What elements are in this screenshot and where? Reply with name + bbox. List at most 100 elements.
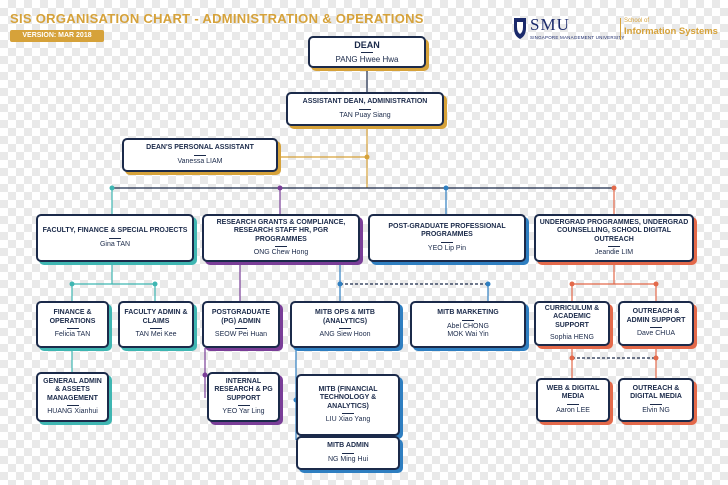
node-title: DEAN <box>354 40 380 50</box>
node-person: Aaron LEE <box>556 406 590 414</box>
node-internal-research: INTERNAL RESEARCH & PG SUPPORT YEO Yar L… <box>207 372 280 422</box>
node-undergrad-programmes: UNDERGRAD PROGRAMMES, UNDERGRAD COUNSELL… <box>534 214 694 262</box>
junction-dot <box>109 185 115 191</box>
node-person: Felicia TAN <box>54 331 91 339</box>
node-title: GENERAL ADMIN & ASSETS MANAGEMENT <box>43 377 102 402</box>
node-person: Jeandie LIM <box>594 249 634 256</box>
node-title: WEB & DIGITAL MEDIA <box>546 384 600 401</box>
node-postgrad-programmes: POST-GRADUATE PROFESSIONAL PROGRAMMES YE… <box>368 214 526 262</box>
node-assistant-dean: ASSISTANT DEAN, ADMINISTRATION TAN Puay … <box>286 92 444 126</box>
node-divider <box>359 108 371 110</box>
node-outreach-digital: OUTREACH & DIGITAL MEDIA Elvin NG <box>618 378 694 422</box>
junction-dot <box>653 281 659 287</box>
node-title: INTERNAL RESEARCH & PG SUPPORT <box>214 377 273 402</box>
node-title: DEAN'S PERSONAL ASSISTANT <box>146 144 254 151</box>
chart-title: SIS ORGANISATION CHART - ADMINISTRATION … <box>10 11 424 26</box>
node-mitb-fintech: MITB (FINANCIAL TECHNOLOGY & ANALYTICS) … <box>296 374 400 436</box>
junction-dot <box>277 185 283 191</box>
logo-wordmark: SMU <box>530 15 570 34</box>
junction-dot <box>364 154 370 160</box>
node-divider <box>361 52 373 53</box>
node-mitb-admin: MITB ADMIN NG Ming Hui <box>296 436 400 470</box>
junction-dot <box>485 281 491 287</box>
school-prefix: School of <box>624 18 650 24</box>
node-divider <box>342 413 354 414</box>
node-dean: DEAN PANG Hwee Hwa <box>308 36 426 68</box>
node-title: MITB (FINANCIAL TECHNOLOGY & ANALYTICS) <box>318 385 378 410</box>
node-divider <box>608 246 620 247</box>
smu-crest-icon <box>514 18 526 39</box>
node-divider <box>109 237 121 239</box>
junction-dot <box>569 355 575 361</box>
node-title: FINANCE & OPERATIONS <box>49 309 96 325</box>
node-title: FACULTY, FINANCE & SPECIAL PROJECTS <box>42 227 188 234</box>
node-title: OUTREACH & ADMIN SUPPORT <box>626 308 686 324</box>
node-divider <box>66 405 79 406</box>
node-divider <box>650 327 662 329</box>
node-deans-pa: DEAN'S PERSONAL ASSISTANT Vanessa LIAM <box>122 138 278 172</box>
junction-dot <box>611 185 617 191</box>
node-web-digital: WEB & DIGITAL MEDIA Aaron LEE <box>536 378 610 422</box>
node-person: Elvin NG <box>642 406 670 414</box>
logo-subtitle: SINGAPORE MANAGEMENT UNIVERSITY <box>530 35 625 40</box>
junction-dot <box>69 281 75 287</box>
node-person: ONG Chew Hong <box>253 249 309 256</box>
node-outreach-admin: OUTREACH & ADMIN SUPPORT Dave CHUA <box>618 301 694 346</box>
node-title: ASSISTANT DEAN, ADMINISTRATION <box>302 98 428 105</box>
node-divider <box>441 241 453 243</box>
node-divider <box>150 328 162 330</box>
school-name: Information Systems <box>624 26 718 37</box>
node-finance-operations: FINANCE & OPERATIONS Felicia TAN <box>36 301 109 348</box>
junction-dot <box>337 281 343 287</box>
node-divider <box>342 452 354 454</box>
node-divider <box>237 405 250 406</box>
logo-divider <box>620 18 621 40</box>
node-person: ANG Siew Hoon <box>319 331 371 339</box>
junction-dot <box>653 355 659 361</box>
node-divider <box>194 154 206 156</box>
node-title: POST-GRADUATE PROFESSIONAL PROGRAMMES <box>388 222 506 239</box>
node-person: HUANG Xianhui <box>47 408 98 415</box>
junction-dot <box>152 281 158 287</box>
node-divider <box>275 246 287 247</box>
node-person: LIU Xiao Yang <box>325 416 371 423</box>
node-general-admin: GENERAL ADMIN & ASSETS MANAGEMENT HUANG … <box>36 372 109 422</box>
node-title: UNDERGRAD PROGRAMMES, UNDERGRAD COUNSELL… <box>539 218 689 243</box>
junction-dot <box>443 185 449 191</box>
node-title: MITB ADMIN <box>327 442 369 449</box>
node-pg-admin: POSTGRADUATE (PG) ADMIN SEOW Pei Huan <box>202 301 280 348</box>
node-divider <box>66 328 79 330</box>
node-title: MITB MARKETING <box>437 309 499 317</box>
node-research-grants: RESEARCH GRANTS & COMPLIANCE, RESEARCH S… <box>202 214 360 262</box>
node-title: FACULTY ADMIN & CLAIMS <box>124 309 188 325</box>
node-title: RESEARCH GRANTS & COMPLIANCE, RESEARCH S… <box>216 218 346 243</box>
node-person: YEO Yar Ling <box>222 408 265 415</box>
node-divider <box>567 403 579 405</box>
node-person: NG Ming Hui <box>327 455 369 463</box>
node-title: MITB OPS & MITB (ANALYTICS) <box>315 309 375 325</box>
node-person: SEOW Pei Huan <box>214 331 268 339</box>
node-title: OUTREACH & DIGITAL MEDIA <box>630 384 682 401</box>
node-person: Abel CHONG <box>446 322 489 330</box>
node-curriculum: CURRICULUM & ACADEMIC SUPPORT Sophia HEN… <box>534 301 610 346</box>
node-title: CURRICULUM & ACADEMIC SUPPORT <box>544 304 600 329</box>
node-faculty-finance: FACULTY, FINANCE & SPECIAL PROJECTS Gina… <box>36 214 194 262</box>
junction-dot <box>569 281 575 287</box>
smu-logo: SMU SINGAPORE MANAGEMENT UNIVERSITY Scho… <box>512 14 722 54</box>
node-title: POSTGRADUATE (PG) ADMIN <box>211 309 271 325</box>
node-divider <box>462 319 474 321</box>
node-divider <box>650 403 662 405</box>
node-person: MOK Wai Yin <box>447 331 489 339</box>
version-badge: VERSION: MAR 2018 <box>10 30 104 42</box>
node-person: PANG Hwee Hwa <box>335 55 399 64</box>
node-mitb-ops: MITB OPS & MITB (ANALYTICS) ANG Siew Hoo… <box>290 301 400 348</box>
node-person: Dave CHUA <box>636 330 676 338</box>
node-person: YEO Lip Pin <box>427 244 467 252</box>
junction-dot <box>202 372 208 378</box>
node-mitb-marketing: MITB MARKETING Abel CHONG MOK Wai Yin <box>410 301 526 348</box>
node-divider <box>339 328 351 330</box>
node-person: TAN Puay Siang <box>339 111 391 119</box>
node-person: Gina TAN <box>99 240 131 248</box>
node-person: Vanessa LIAM <box>177 157 223 165</box>
